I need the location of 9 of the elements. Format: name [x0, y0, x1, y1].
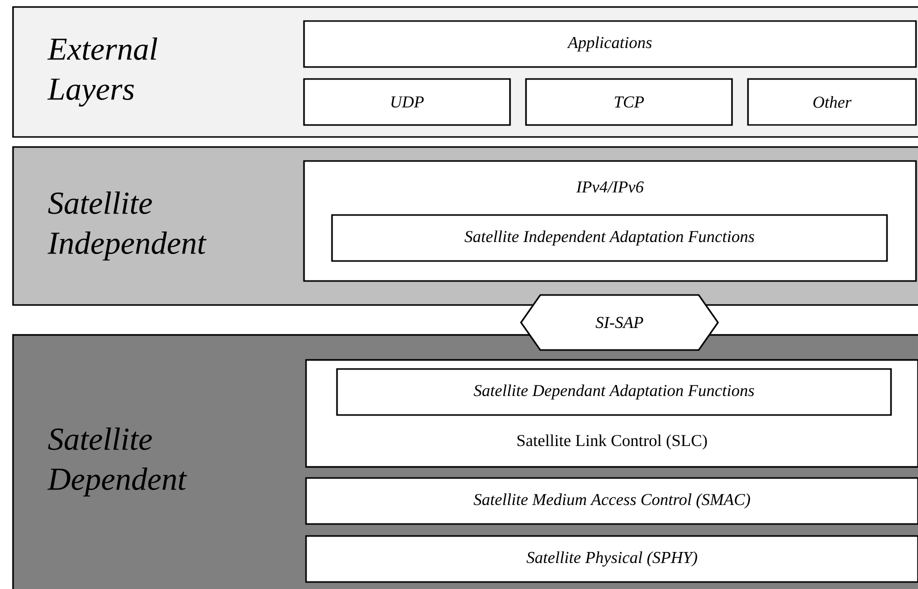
layer-box: Satellite Independent Adaptation Functions: [331, 214, 888, 262]
layer-box: UDP: [303, 78, 511, 126]
layer-box: Other: [747, 78, 917, 126]
layer-box: Applications: [303, 20, 917, 68]
layer-box: Satellite Medium Access Control (SMAC): [305, 477, 918, 525]
layer-box: Satellite Physical (SPHY): [305, 535, 918, 583]
layer-box: TCP: [525, 78, 733, 126]
layer-box: Satellite Dependant Adaptation Functions: [336, 368, 892, 416]
access-point-hexagon: SI-SAP: [520, 294, 719, 351]
